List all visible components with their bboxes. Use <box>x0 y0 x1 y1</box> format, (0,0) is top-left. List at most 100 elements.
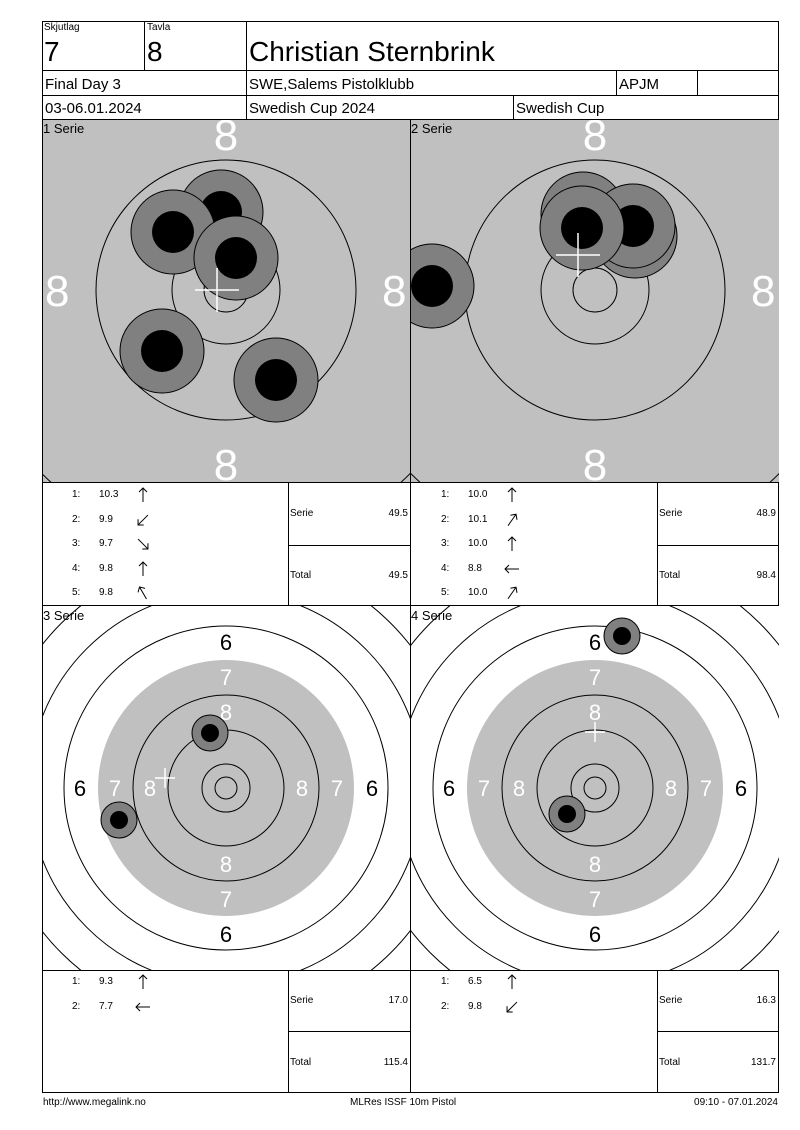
direction-arrow-icon <box>506 1001 518 1012</box>
shot-number: 1: <box>441 976 450 987</box>
ring-number-label: 8 <box>589 700 601 725</box>
megalink-link[interactable]: http://www.megalink.no <box>43 1097 146 1108</box>
target-ring <box>583 776 607 800</box>
ring-number-label: 7 <box>331 776 343 801</box>
total-label: Total <box>290 1057 312 1068</box>
header-divider <box>144 21 145 70</box>
panel-1-title: 1 Serie <box>43 121 85 136</box>
shot-score: 10.3 <box>99 489 119 500</box>
direction-arrow-icon <box>138 487 148 502</box>
ring-number-label: 8 <box>296 776 308 801</box>
direction-arrow-icon <box>507 586 518 600</box>
ring-number-label: 8 <box>513 776 525 801</box>
ring-number-label: 6 <box>220 922 232 947</box>
panel-4-title: 4 Serie <box>411 608 453 623</box>
ring-number-label: 8 <box>583 441 607 482</box>
shot-score: 9.7 <box>99 538 113 549</box>
shot-score: 10.0 <box>468 489 488 500</box>
panel-divider <box>42 970 779 971</box>
panel-divider <box>42 482 779 483</box>
shot-number: 2: <box>72 1000 81 1012</box>
class-name: APJM <box>619 76 660 93</box>
table-divider <box>288 1031 410 1032</box>
ring-number-label: 6 <box>735 776 747 801</box>
shot-number: 5: <box>441 587 450 598</box>
ring-number-label: 8 <box>589 852 601 877</box>
ring-number-label: 7 <box>220 665 232 690</box>
serie-label: Serie <box>290 995 314 1006</box>
ring-number-label: 6 <box>589 630 601 655</box>
direction-arrow-icon <box>504 564 519 573</box>
shot-core <box>613 627 631 645</box>
ring-number-label: 8 <box>214 120 238 160</box>
table-divider <box>288 482 289 605</box>
shot-number: 3: <box>72 538 81 549</box>
club-name: SWE,Salems Pistolklubb <box>249 76 415 93</box>
direction-arrow-icon <box>507 974 517 989</box>
target-ring <box>95 159 357 421</box>
ring-number-label: 8 <box>220 852 232 877</box>
dates: 03-06.01.2024 <box>45 100 142 117</box>
total-value: 131.7 <box>750 1057 776 1068</box>
shot-score: 10.0 <box>468 587 488 598</box>
direction-arrow-icon <box>137 538 149 550</box>
ring-number-label: 8 <box>665 776 677 801</box>
target-ring <box>432 625 758 951</box>
panel-divider <box>410 119 411 1093</box>
direction-arrow-icon <box>507 513 518 526</box>
shot-number: 1: <box>72 976 81 987</box>
shot-core <box>141 330 183 372</box>
direction-arrow-icon <box>138 974 148 989</box>
ring-number-label: 8 <box>144 776 156 801</box>
shooter-name: Christian Sternbrink <box>249 36 495 67</box>
table-divider <box>657 482 658 605</box>
target-ring <box>132 694 320 882</box>
target-ring <box>501 694 689 882</box>
shot-score: 10.0 <box>468 538 488 549</box>
ring-number-label: 7 <box>220 887 232 912</box>
table-divider <box>288 545 410 546</box>
shot-number: 4: <box>72 562 81 574</box>
target-ring <box>63 625 389 951</box>
total-label: Total <box>290 570 312 581</box>
ring-number-label: 6 <box>443 776 455 801</box>
header-divider <box>513 95 514 119</box>
table-divider <box>657 545 779 546</box>
header-divider <box>42 95 779 96</box>
competition-name: Swedish Cup 2024 <box>249 100 375 117</box>
ring-number-label: 7 <box>700 776 712 801</box>
ring-number-label: 7 <box>589 665 601 690</box>
ring-number-label: 8 <box>583 120 607 160</box>
shot-number: 5: <box>72 587 81 598</box>
shot-core <box>215 237 257 279</box>
header-divider <box>42 70 779 71</box>
ring-number-label: 7 <box>589 887 601 912</box>
shot-core <box>411 265 453 307</box>
target-ring <box>214 776 238 800</box>
ring-number-label: 6 <box>589 922 601 947</box>
event-name: Final Day 3 <box>45 76 121 93</box>
black-zone <box>98 660 354 916</box>
ring-number-label: 8 <box>45 267 69 316</box>
panel-2-title: 2 Serie <box>411 121 453 136</box>
shot-number: 2: <box>441 1000 450 1012</box>
total-label: Total <box>659 1057 681 1068</box>
shot-score: 10.1 <box>468 513 488 525</box>
tavla-value: 8 <box>147 36 163 67</box>
shot-score: 8.8 <box>468 562 482 574</box>
shot-number: 1: <box>72 489 81 500</box>
direction-arrow-icon <box>507 487 517 502</box>
serie-value: 17.0 <box>388 995 408 1006</box>
shot-score: 9.3 <box>99 976 113 987</box>
serie-value: 16.3 <box>756 995 776 1006</box>
ring-number-label: 8 <box>214 441 238 482</box>
header-divider <box>697 70 698 95</box>
shot-core <box>561 207 603 249</box>
serie-value: 49.5 <box>388 508 408 519</box>
shot-score: 9.9 <box>99 513 113 525</box>
shot-number: 4: <box>441 562 450 574</box>
direction-arrow-icon <box>507 536 517 551</box>
table-divider <box>657 1031 779 1032</box>
shot-score: 9.8 <box>99 562 113 574</box>
